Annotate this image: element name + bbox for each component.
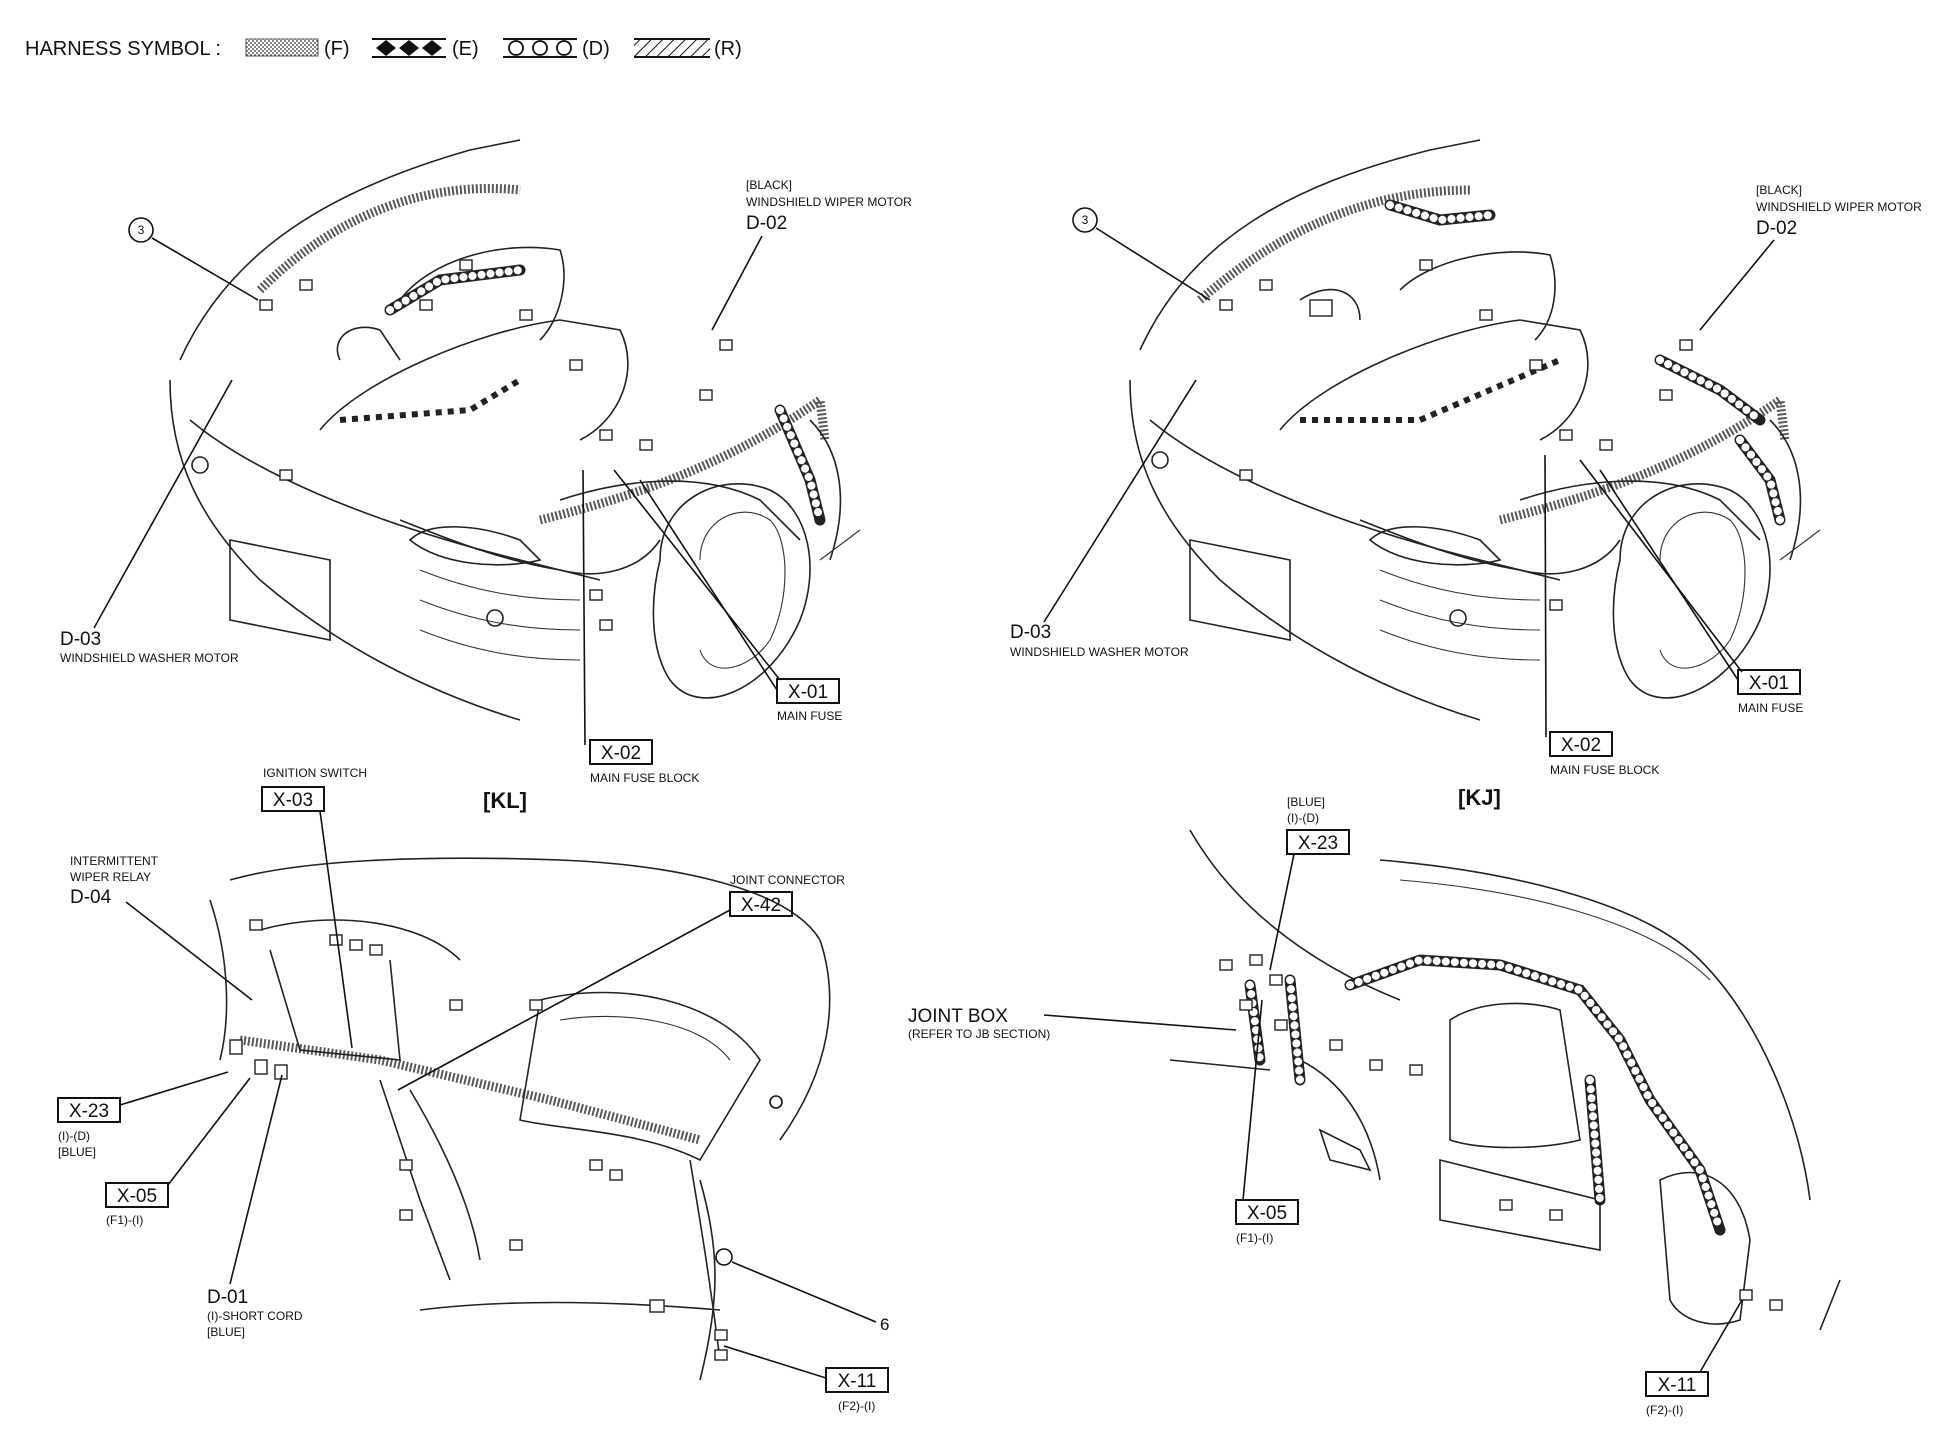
kj-x11-box <box>1645 1371 1709 1397</box>
legend-e-swatch <box>372 38 446 58</box>
kl-x02-code: X-02 <box>601 743 641 764</box>
kl-x05-sub: (F1)-(I) <box>106 1213 143 1227</box>
kj-ref-3-circle <box>1072 207 1098 233</box>
kj-x01-code: X-01 <box>1749 673 1789 694</box>
kl-x11-code: X-11 <box>838 1371 877 1392</box>
kl-engine-bay-drawing <box>169 139 861 721</box>
kj-d03-name: WINDSHIELD WASHER MOTOR <box>1010 645 1189 659</box>
kl-d04-code: D-04 <box>70 887 112 908</box>
kj-ref-3: 3 <box>1082 213 1089 227</box>
kl-d04-name-1: INTERMITTENT <box>70 854 159 868</box>
kl-x01-box <box>776 678 840 704</box>
kj-x23-note-2: (I)-(D) <box>1287 811 1319 825</box>
kj-x23-box <box>1286 829 1350 855</box>
kj-dashboard-labels: [BLUE] (I)-(D) X-23 JOINT BOX (REFER TO … <box>908 795 1743 1417</box>
legend-r-swatch <box>634 38 710 58</box>
kl-x03-box <box>261 786 325 812</box>
kj-x02-name: MAIN FUSE BLOCK <box>1550 763 1659 777</box>
kj-dashboard-drawing <box>1169 829 1841 1331</box>
kl-x03-name: IGNITION SWITCH <box>263 766 367 780</box>
kl-dashboard-drawing <box>209 857 831 1381</box>
kj-x02-box <box>1549 731 1613 757</box>
kj-d02-name: WINDSHIELD WIPER MOTOR <box>1756 200 1922 214</box>
kl-d01-sub-2: [BLUE] <box>207 1325 245 1339</box>
kj-engine-labels: 3 [BLACK] WINDSHIELD WIPER MOTOR D-02 D-… <box>1010 183 1922 810</box>
kj-d03-code: D-03 <box>1010 622 1051 643</box>
kl-d02-name: WINDSHIELD WIPER MOTOR <box>746 195 912 209</box>
kj-engine-bay-drawing <box>1129 139 1821 721</box>
kl-ref-3-circle <box>128 217 154 243</box>
kl-x03-code: X-03 <box>273 790 313 811</box>
kj-x01-name: MAIN FUSE <box>1738 701 1803 715</box>
kl-ref-3: 3 <box>138 223 145 237</box>
kj-x11-code: X-11 <box>1658 1375 1697 1396</box>
kj-x05-box <box>1235 1199 1299 1225</box>
legend-r-code: (R) <box>714 38 742 60</box>
kj-x05-code: X-05 <box>1247 1203 1287 1224</box>
kj-d02-note: [BLACK] <box>1756 183 1802 197</box>
kl-x01-name: MAIN FUSE <box>777 709 842 723</box>
kj-joint-box-name: JOINT BOX <box>908 1006 1008 1027</box>
legend-d-code: (D) <box>582 38 610 60</box>
harness-symbol-legend: HARNESS SYMBOL : (F) (E) (D) (R) <box>25 38 742 60</box>
legend-title: HARNESS SYMBOL : <box>25 38 221 60</box>
kl-x23-sub-2: [BLUE] <box>58 1145 96 1159</box>
kl-x42-code: X-42 <box>741 895 781 916</box>
kj-joint-box-sub: (REFER TO JB SECTION) <box>908 1027 1050 1041</box>
kl-x23-box <box>57 1097 121 1123</box>
kl-x42-box <box>729 891 793 917</box>
kl-x01-code: X-01 <box>788 682 828 703</box>
kl-x05-box <box>105 1182 169 1208</box>
kj-x02-code: X-02 <box>1561 735 1601 756</box>
legend-e-code: (E) <box>452 38 479 60</box>
kl-x42-name: JOINT CONNECTOR <box>730 873 845 887</box>
kj-d02-code: D-02 <box>1756 218 1797 239</box>
kl-ref-6: 6 <box>880 1315 889 1334</box>
kl-x11-box <box>825 1367 889 1393</box>
kl-d04-name-2: WIPER RELAY <box>70 870 151 884</box>
legend-f-code: (F) <box>324 38 350 60</box>
kl-d03-name: WINDSHIELD WASHER MOTOR <box>60 651 239 665</box>
kj-x05-sub: (F1)-(I) <box>1236 1231 1273 1245</box>
legend-f-swatch <box>245 38 319 57</box>
kj-x23-code: X-23 <box>1298 833 1338 854</box>
kl-x02-box <box>589 739 653 765</box>
kj-x23-note-1: [BLUE] <box>1287 795 1325 809</box>
kj-x01-box <box>1737 669 1801 695</box>
kl-section-label: [KL] <box>483 788 527 813</box>
kl-d01-sub-1: (I)-SHORT CORD <box>207 1309 303 1323</box>
kl-d03-code: D-03 <box>60 629 101 650</box>
kj-section-label: [KJ] <box>1458 785 1501 810</box>
kl-dashboard-labels: IGNITION SWITCH X-03 INTERMITTENT WIPER … <box>57 766 889 1413</box>
kl-d02-code: D-02 <box>746 213 787 234</box>
kl-engine-labels: 3 [BLACK] WINDSHIELD WIPER MOTOR D-02 D-… <box>60 178 912 813</box>
kl-x05-code: X-05 <box>117 1186 157 1207</box>
kl-x23-code: X-23 <box>69 1101 109 1122</box>
kl-d01-code: D-01 <box>207 1287 248 1308</box>
kl-x02-name: MAIN FUSE BLOCK <box>590 771 699 785</box>
kl-x11-sub: (F2)-(I) <box>838 1399 875 1413</box>
kl-x23-sub-1: (I)-(D) <box>58 1129 90 1143</box>
kj-x11-sub: (F2)-(I) <box>1646 1403 1683 1417</box>
kl-d02-note: [BLACK] <box>746 178 792 192</box>
legend-d-swatch <box>503 38 577 58</box>
